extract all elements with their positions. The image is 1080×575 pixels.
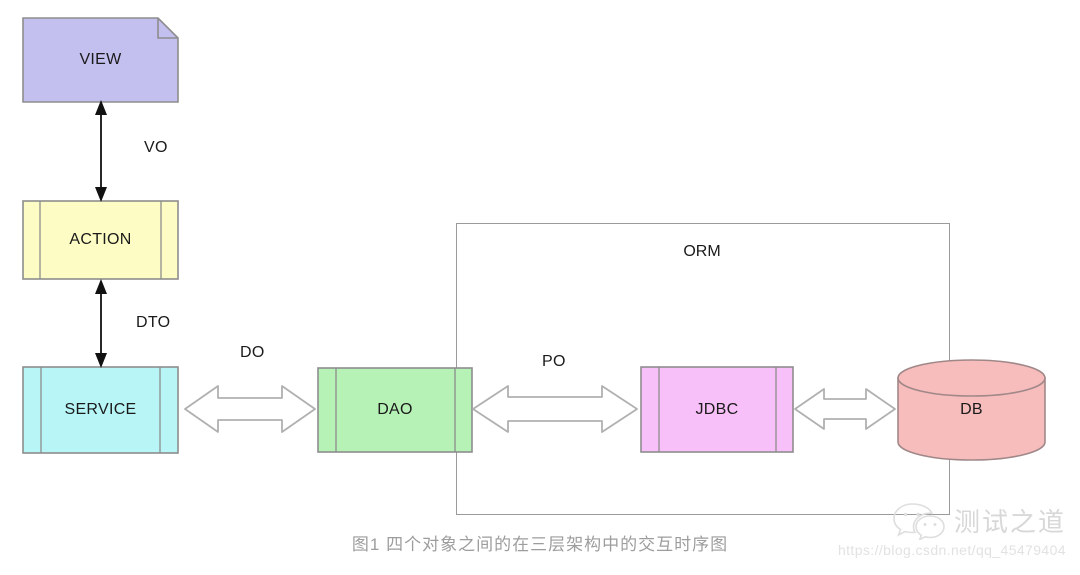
edge-do-arrow	[184, 385, 316, 433]
node-db-shape	[897, 359, 1046, 461]
node-jdbc-shape	[640, 366, 794, 453]
edge-dto-arrow	[95, 279, 107, 368]
edge-po-label: PO	[542, 353, 566, 370]
node-dao-shape	[317, 367, 473, 453]
edge-vo-arrow	[95, 100, 107, 202]
edge-po-arrow	[472, 385, 638, 433]
edge-dto-label: DTO	[136, 314, 171, 331]
orm-group-label: ORM	[683, 243, 721, 260]
edge-jdbc-db-arrow	[794, 388, 896, 430]
edge-do-label: DO	[240, 344, 265, 361]
edge-vo-label: VO	[144, 139, 168, 156]
node-view-shape	[22, 17, 179, 103]
node-service-shape	[22, 366, 179, 454]
figure-caption: 图1 四个对象之间的在三层架构中的交互时序图	[351, 535, 729, 554]
node-action-shape	[22, 200, 179, 280]
